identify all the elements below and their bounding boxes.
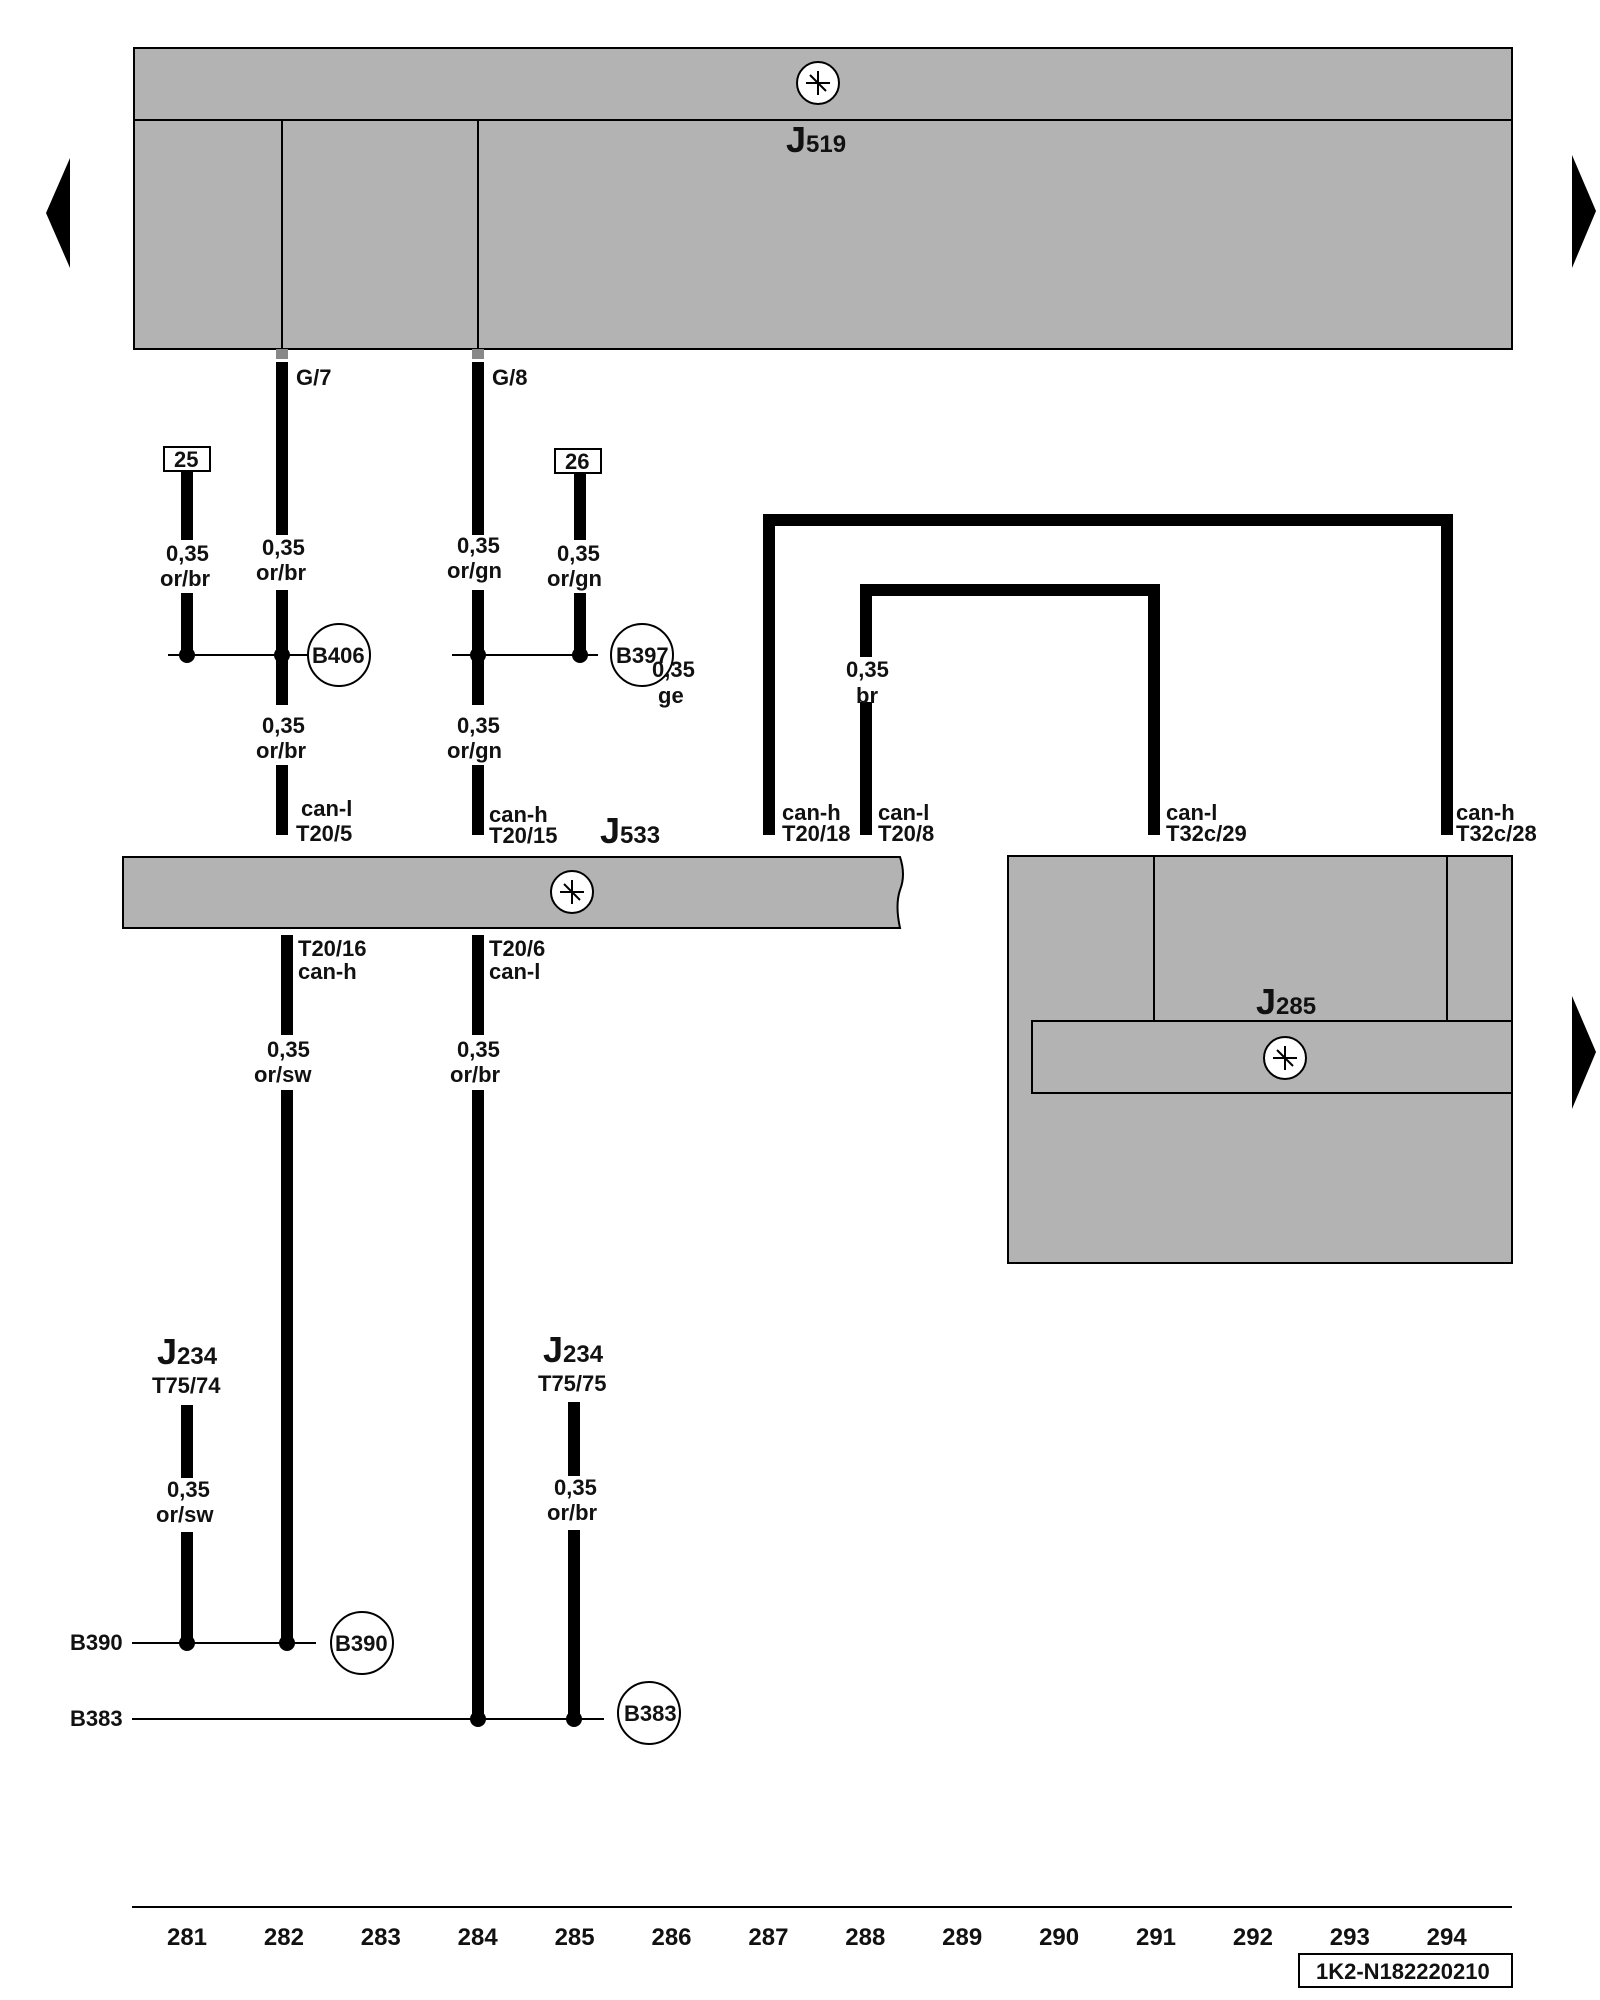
axis-label: 282 xyxy=(264,1924,304,1951)
pin-t20-8: T20/8 xyxy=(878,821,934,846)
wire-color: ge xyxy=(658,683,684,708)
axis-label: 290 xyxy=(1039,1924,1079,1951)
wire-size: 0,35 xyxy=(457,533,500,558)
ref-26: 26 xyxy=(565,449,589,474)
module-j533 xyxy=(122,856,904,929)
wire-size: 0,35 xyxy=(166,541,209,566)
connector-b390 xyxy=(330,1611,394,1675)
wire-size: 0,35 xyxy=(262,713,305,738)
wire-size: 0,35 xyxy=(652,657,695,682)
sig-t32c-29: can-l xyxy=(1166,800,1217,825)
wire-size: 0,35 xyxy=(457,713,500,738)
b390-label: B390 xyxy=(335,1631,388,1656)
axis-label: 287 xyxy=(748,1924,788,1951)
pin-t20-15: T20/15 xyxy=(489,823,558,848)
axis-label: 283 xyxy=(361,1924,401,1951)
axis-label: 294 xyxy=(1427,1924,1468,1951)
sig-t20-18: can-h xyxy=(782,800,841,825)
pin-t32c-28: T32c/28 xyxy=(1456,821,1537,846)
sig-t20-8: can-l xyxy=(878,800,929,825)
axis-labels: 281 282 283 284 285 286 287 288 289 290 291 292 293 2… xyxy=(167,1924,1467,1951)
wire-size: 0,35 xyxy=(267,1037,310,1062)
wire-color: or/br xyxy=(547,1500,598,1525)
wire-size: 0,35 xyxy=(557,541,600,566)
wire-color: br xyxy=(856,683,878,708)
pin-t20-16: T20/16 xyxy=(298,936,367,961)
sig-t32c-28: can-h xyxy=(1456,800,1515,825)
pin-g7: G/7 xyxy=(296,365,331,390)
wire-color: or/gn xyxy=(447,738,502,763)
wire-color: or/br xyxy=(256,560,307,585)
j285-label: J285 xyxy=(1256,981,1316,1022)
axis-label: 288 xyxy=(845,1924,885,1951)
next-page-arrow-icon-lower[interactable] xyxy=(1572,996,1596,1109)
ref-box-25 xyxy=(163,446,211,472)
b383-line-label: B383 xyxy=(70,1706,123,1731)
ref-box-26 xyxy=(554,448,602,474)
module-j519: J519 xyxy=(133,47,1513,350)
wire-size: 0,35 xyxy=(262,535,305,560)
sig-t20-16: can-h xyxy=(298,959,357,984)
sig-t20-6: can-l xyxy=(489,959,540,984)
j234-right-label: J234 xyxy=(543,1329,604,1370)
axis-label: 281 xyxy=(167,1924,207,1951)
pin-t20-6: T20/6 xyxy=(489,936,545,961)
connector-b406 xyxy=(307,623,371,687)
wire-size: 0,35 xyxy=(457,1037,500,1062)
pin-t75-74: T75/74 xyxy=(152,1373,221,1398)
wire-size: 0,35 xyxy=(167,1477,210,1502)
doc-id-box xyxy=(1298,1953,1513,1988)
ref-25: 25 xyxy=(174,447,198,472)
b406-label: B406 xyxy=(312,643,365,668)
b383-label: B383 xyxy=(624,1701,677,1726)
connector-b397 xyxy=(610,623,674,687)
wire-color: or/gn xyxy=(447,558,502,583)
sig-t20-5: can-l xyxy=(301,796,352,821)
j533-label: J533 xyxy=(600,810,660,851)
axis-label: 284 xyxy=(458,1924,499,1951)
axis-label: 291 xyxy=(1136,1924,1176,1951)
wire-size: 0,35 xyxy=(554,1475,597,1500)
next-page-arrow-icon[interactable] xyxy=(1572,155,1596,268)
b390-line-label: B390 xyxy=(70,1630,123,1655)
wire-size: 0,35 xyxy=(846,657,889,682)
sig-t20-15: can-h xyxy=(489,802,548,827)
wire-color: or/br xyxy=(450,1062,501,1087)
wire-color: or/gn xyxy=(547,566,602,591)
axis-label: 285 xyxy=(555,1924,595,1951)
b397-label: B397 xyxy=(616,643,669,668)
pin-t75-75: T75/75 xyxy=(538,1371,607,1396)
axis-label: 286 xyxy=(651,1924,691,1951)
wire-color: or/br xyxy=(256,738,307,763)
pin-g8: G/8 xyxy=(492,365,527,390)
connector-b383 xyxy=(617,1681,681,1745)
wire-color: or/sw xyxy=(254,1062,312,1087)
j234-left-label: J234 xyxy=(157,1331,218,1372)
pin-t20-5: T20/5 xyxy=(296,821,352,846)
axis-label: 292 xyxy=(1233,1924,1273,1951)
axis-label: 289 xyxy=(942,1924,982,1951)
prev-page-arrow-icon[interactable] xyxy=(46,158,70,268)
wire-color: or/br xyxy=(160,566,211,591)
doc-id: 1K2-N182220210 xyxy=(1316,1959,1490,1984)
wire-color: or/sw xyxy=(156,1502,214,1527)
pin-t20-18: T20/18 xyxy=(782,821,851,846)
pin-t32c-29: T32c/29 xyxy=(1166,821,1247,846)
j519-label: J519 xyxy=(786,119,846,160)
axis-label: 293 xyxy=(1330,1924,1370,1951)
